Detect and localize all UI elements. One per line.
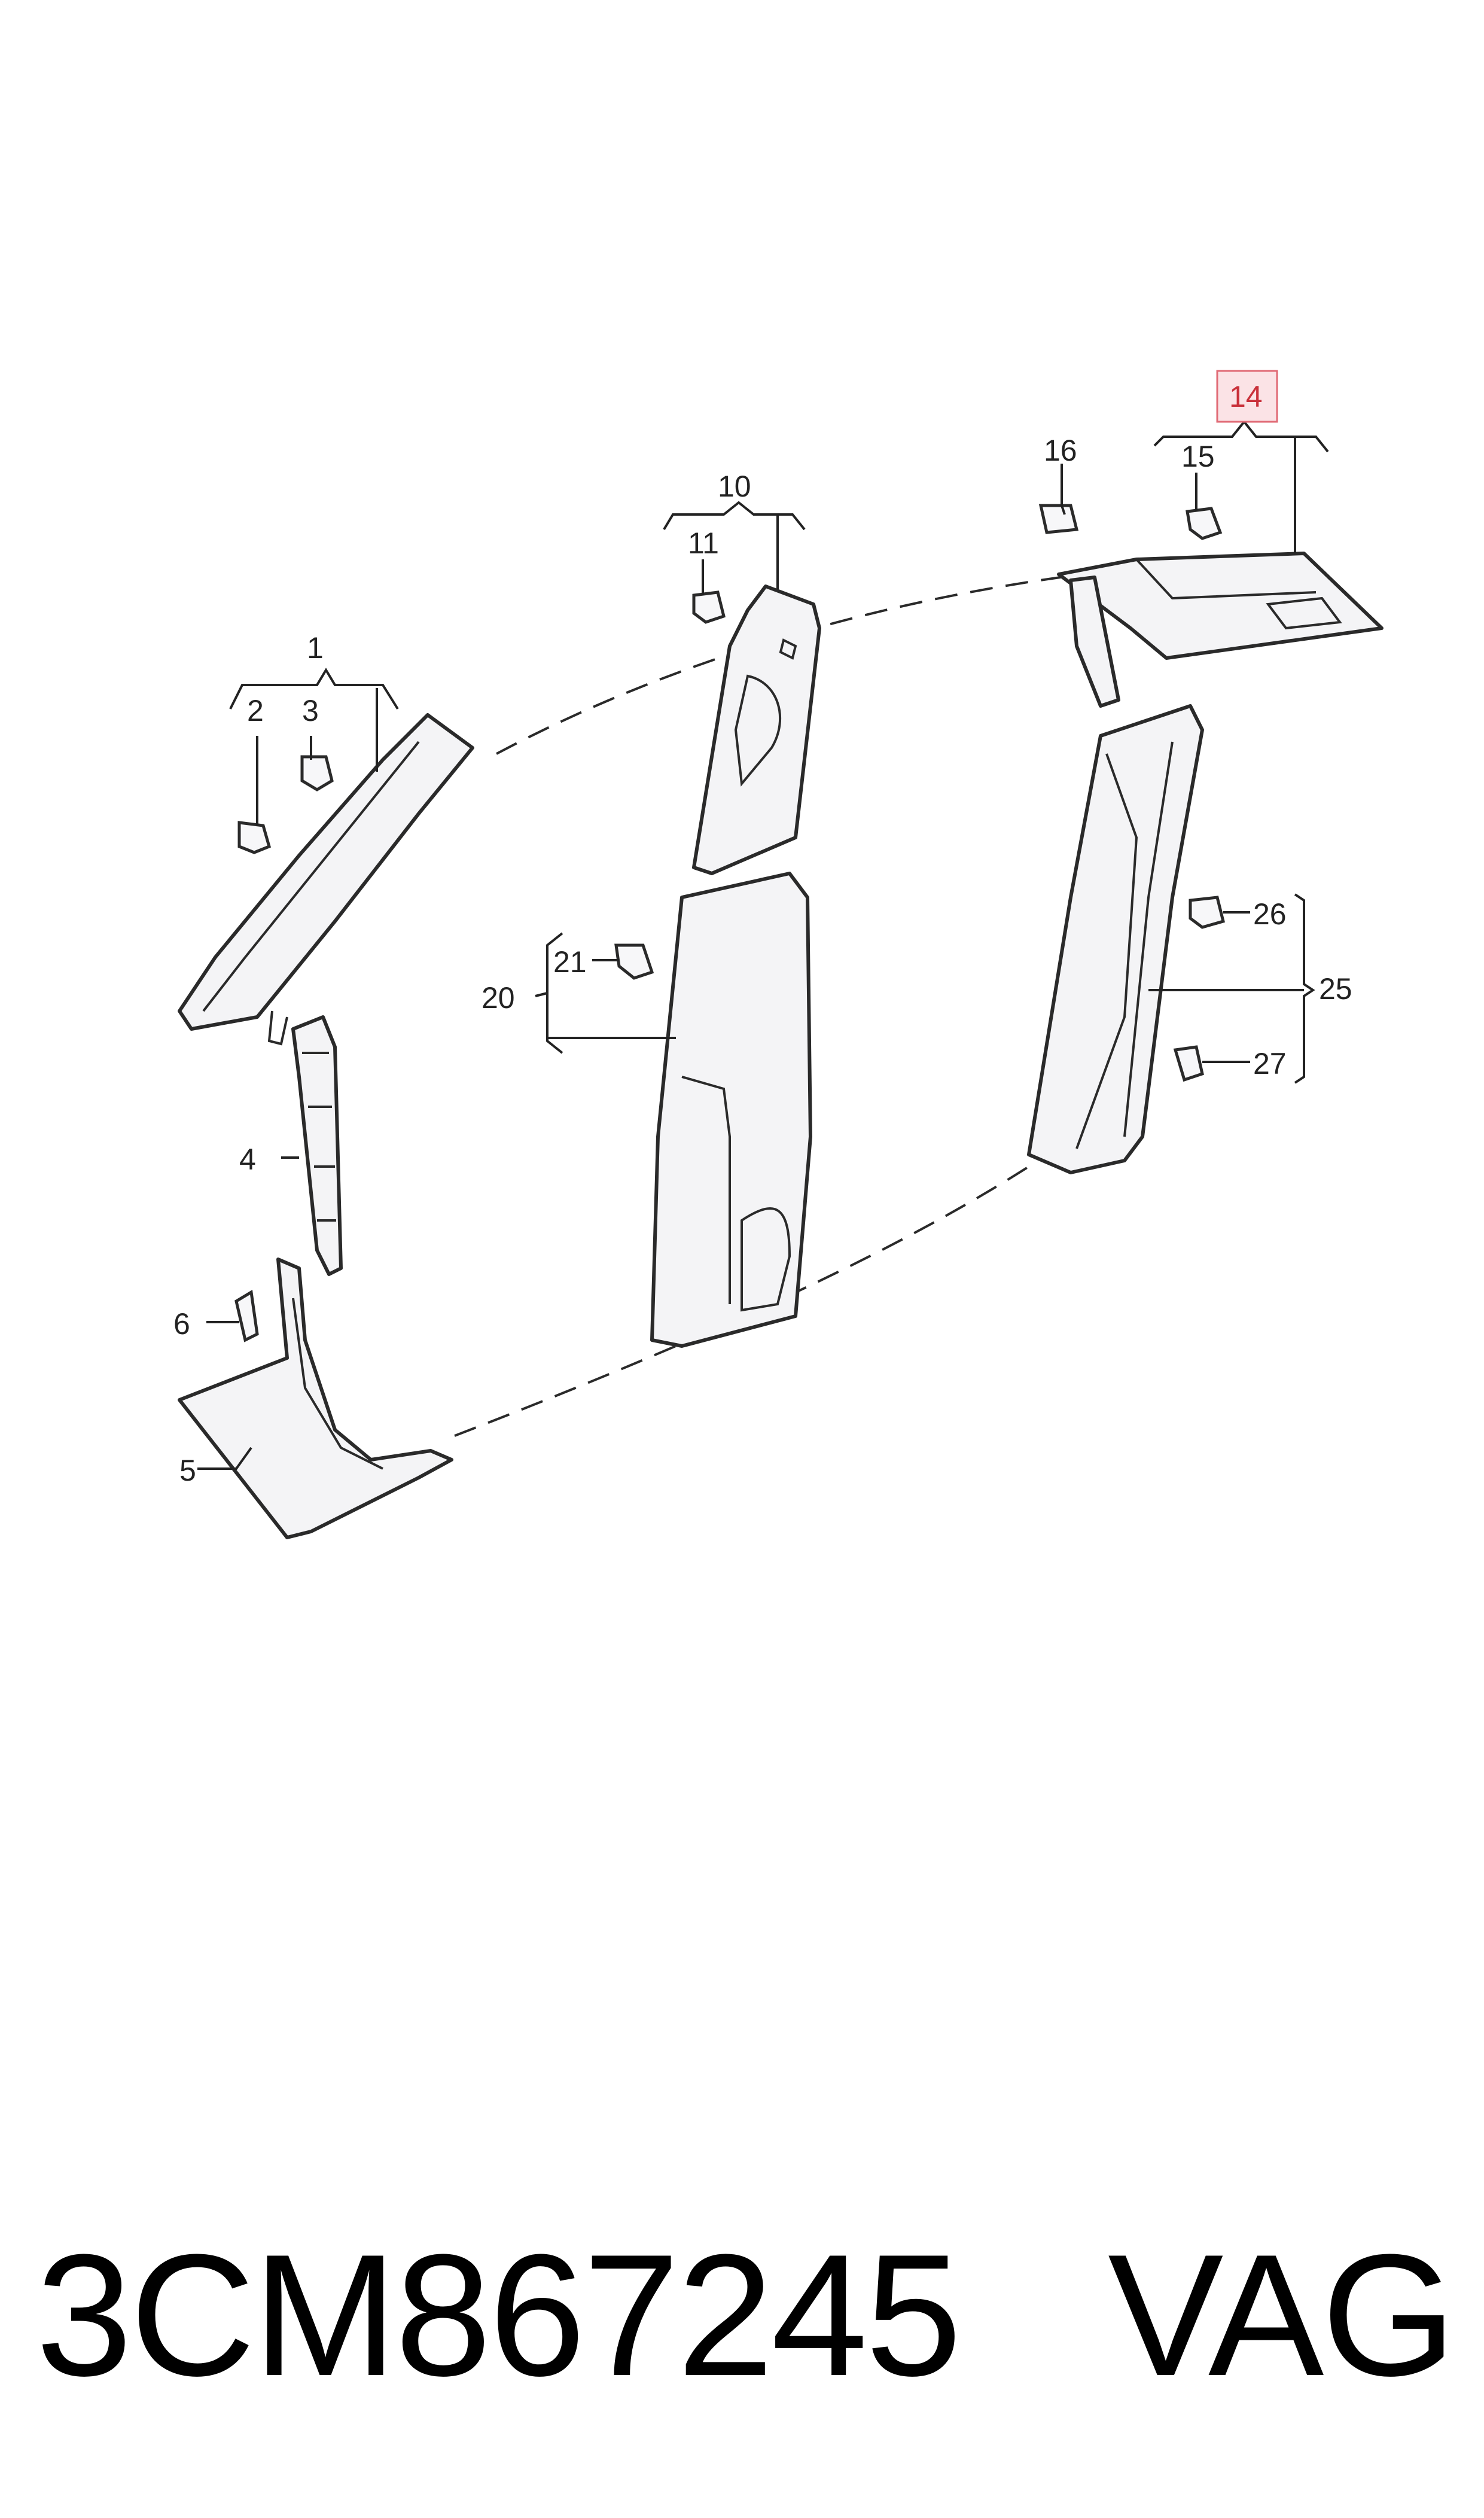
callout-21: 21	[553, 945, 587, 979]
callout-27: 27	[1253, 1047, 1287, 1080]
callout-25: 25	[1319, 972, 1352, 1006]
clip-6	[234, 1289, 259, 1342]
callout-4: 4	[239, 1143, 256, 1176]
clip-15	[1186, 507, 1223, 540]
callout-26: 26	[1253, 897, 1287, 931]
c-pillar-upper-trim	[1057, 552, 1384, 660]
callout-10: 10	[718, 470, 751, 503]
callout-6: 6	[173, 1307, 190, 1341]
c-pillar-strip	[1069, 576, 1120, 708]
a-pillar-lower-strip	[291, 1015, 343, 1276]
part-number: 3CM867245	[36, 2218, 962, 2412]
callout-5: 5	[179, 1454, 196, 1487]
c-pillar-lower-trim	[1027, 704, 1204, 1174]
footwell-side-trim	[178, 1258, 453, 1539]
callout-16: 16	[1044, 434, 1077, 467]
clip-2	[237, 821, 272, 854]
b-pillar-upper-trim	[692, 584, 821, 875]
callout-labels: 1 2 3 4 5 6 10 11 14 15 16 20 21 25 26 2…	[173, 380, 1352, 1487]
clip-26	[1189, 896, 1226, 929]
clip-11	[692, 590, 726, 624]
callout-14-highlight	[1216, 370, 1278, 423]
callout-3: 3	[302, 694, 319, 727]
clip-16	[1038, 504, 1079, 534]
callout-20: 20	[482, 981, 515, 1015]
callout-15: 15	[1181, 440, 1215, 473]
brand-name: VAG	[1108, 2218, 1456, 2412]
callout-14: 14	[1229, 380, 1263, 413]
callout-11: 11	[688, 526, 719, 560]
b-pillar-lower-trim	[650, 872, 812, 1348]
callout-1: 1	[307, 631, 324, 665]
callout-2: 2	[247, 694, 264, 727]
a-pillar-upper-trim	[178, 713, 474, 1046]
clip-27	[1173, 1045, 1204, 1082]
footer: 3CM867245 VAG	[24, 2225, 1460, 2405]
clip-3	[300, 755, 334, 791]
clip-21	[614, 943, 654, 980]
